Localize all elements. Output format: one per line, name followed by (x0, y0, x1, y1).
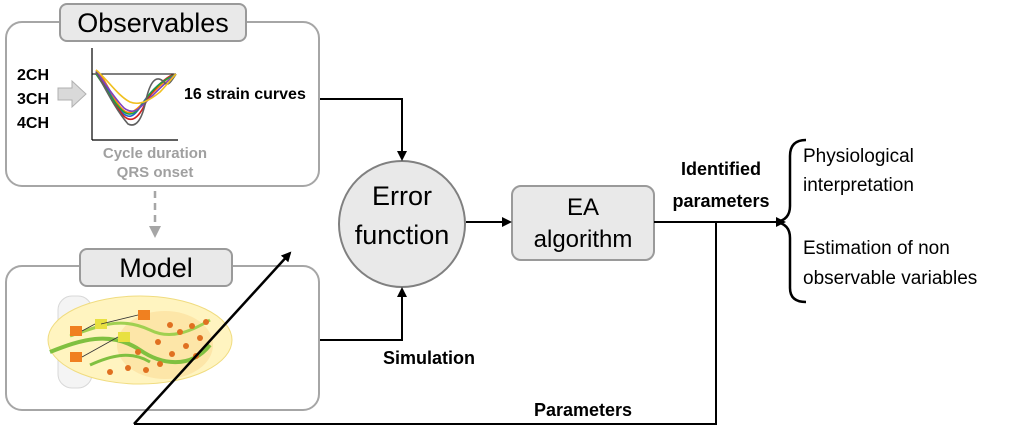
parameters-label: Parameters (534, 400, 632, 420)
parameters-to-model-arrow (133, 251, 292, 425)
strain-to-error-arrow (320, 98, 407, 161)
ea-line1: EA (567, 194, 599, 221)
ea-line2: algorithm (534, 226, 633, 253)
strain-curve-purple (95, 70, 177, 113)
error-function-line1: Error (372, 181, 432, 211)
strain-curve-green (95, 73, 177, 115)
observables-panel: Observables 2CH 3CH 4CH 16 strain curves… (5, 3, 320, 187)
input-arrow-icon (57, 79, 87, 109)
observables-title-box (59, 3, 247, 42)
cycle-duration-label: Cycle duration (103, 145, 207, 162)
error-function-line2: function (355, 220, 450, 250)
model-title-box (79, 248, 233, 287)
identified-label-line1: Identified (681, 159, 761, 179)
output-estimation-line2: observable variables (803, 268, 977, 289)
qrs-onset-label: QRS onset (117, 164, 194, 181)
output-estimation-line1: Estimation of non (803, 238, 950, 259)
parameters-feedback-line (134, 222, 717, 425)
simulation-arrow (320, 287, 407, 341)
simulation-label: Simulation (383, 348, 475, 368)
error-function-node: Error function (338, 160, 466, 288)
ea-algorithm-node: EA algorithm (511, 185, 655, 261)
view-label-4ch: 4CH (17, 115, 49, 132)
view-label-3ch: 3CH (17, 91, 49, 108)
identified-label-line2: parameters (672, 191, 769, 211)
view-label-2ch: 2CH (17, 67, 49, 84)
observables-title: Observables (77, 8, 229, 38)
strain-curve-yellow (95, 69, 177, 105)
output-physiological-line1: Physiological (803, 146, 914, 167)
strain-curves-plot (91, 48, 178, 141)
model-title: Model (119, 253, 193, 283)
output-physiological-line2: interpretation (803, 175, 914, 196)
strain-curves-label: 16 strain curves (184, 86, 306, 103)
outputs-brace (775, 138, 807, 304)
model-panel: Model (5, 248, 320, 411)
